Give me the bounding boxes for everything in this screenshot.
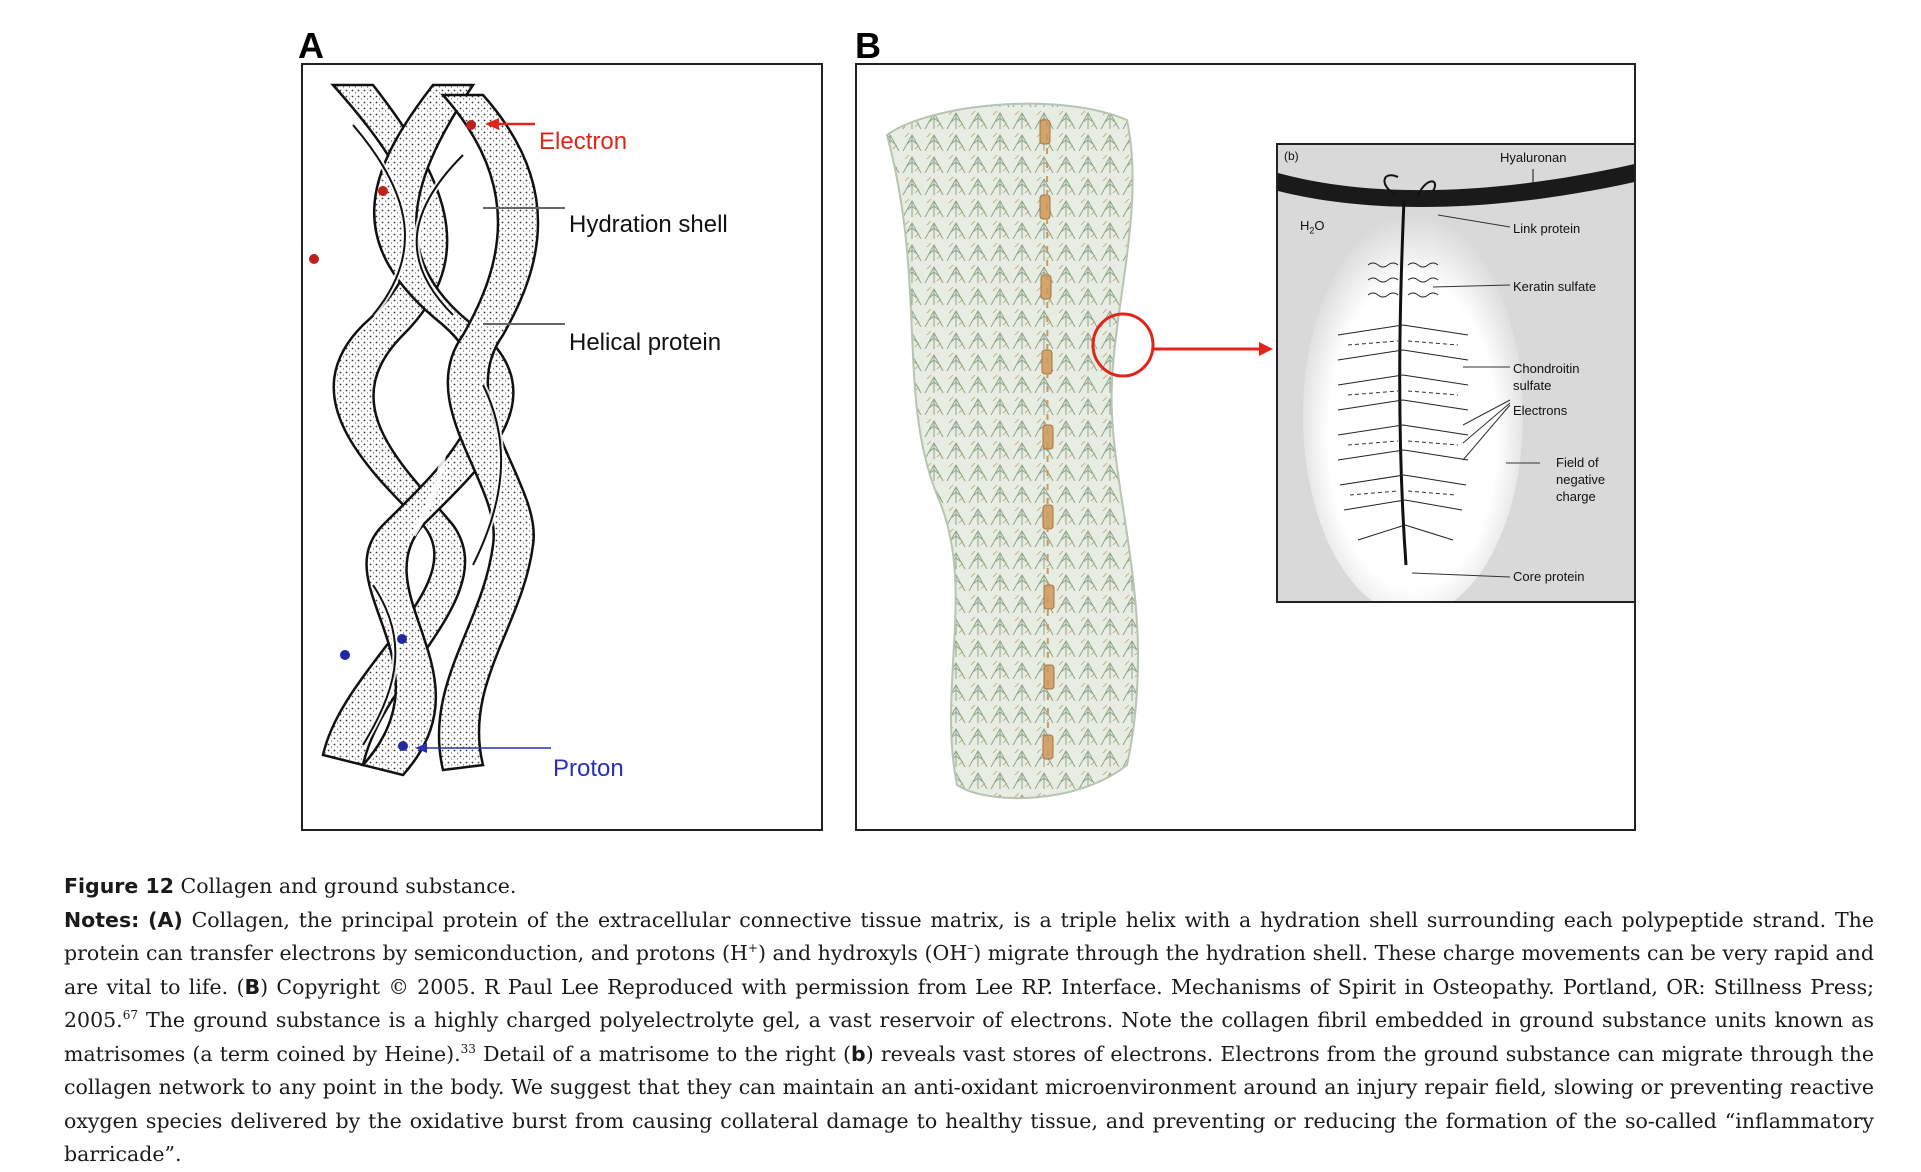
field-of-label: Field of <box>1556 455 1599 471</box>
link-protein-label: Link protein <box>1513 221 1580 237</box>
electron-dot <box>378 186 388 196</box>
electrons-label: Electrons <box>1513 403 1567 419</box>
notes-b-marker: b <box>851 1042 866 1066</box>
superscript: + <box>748 941 758 955</box>
figure-notes: Notes: (A) Collagen, the principal prote… <box>64 904 1874 1172</box>
proton-label: Proton <box>553 757 624 781</box>
hyaluronan-strand <box>1278 163 1636 207</box>
notes-b-marker: B <box>244 975 260 999</box>
sulfate-label: sulfate <box>1513 378 1551 394</box>
negative-label: negative <box>1556 472 1605 488</box>
keratin-sulfate-label: Keratin sulfate <box>1513 279 1596 295</box>
panel-b-letter: B <box>855 28 881 64</box>
notes-text: ) and hydroxyls (OH <box>758 941 967 965</box>
proton-dot <box>397 634 407 644</box>
electron-label: Electron <box>539 130 627 154</box>
notes-a-marker: (A) <box>148 908 183 932</box>
proton-dot <box>398 741 408 751</box>
hyaluronan-label: Hyaluronan <box>1500 150 1567 166</box>
panel-a-letter: A <box>298 28 324 64</box>
figure-title-line: Figure 12 Collagen and ground substance. <box>64 870 1874 904</box>
proton-dot <box>340 650 350 660</box>
matrisome-detail-inset: (b) Hyaluronan H2O Link protein Keratin … <box>1276 143 1636 603</box>
figure-label: Figure 12 <box>64 874 174 898</box>
electron-dot <box>466 120 476 130</box>
electron-dot <box>309 254 319 264</box>
water-label: H2O <box>1300 218 1325 236</box>
reference-superscript: 67 <box>123 1008 138 1022</box>
matrisome-column <box>887 104 1138 798</box>
helical-protein-label: Helical protein <box>569 331 721 355</box>
notes-label: Notes: <box>64 908 139 932</box>
core-protein-label: Core protein <box>1513 569 1585 585</box>
figure-caption: Figure 12 Collagen and ground substance.… <box>64 870 1874 1172</box>
chondroitin-label: Chondroitin <box>1513 361 1580 377</box>
helix-strand-3 <box>439 95 538 770</box>
inset-tag-b: (b) <box>1284 149 1299 163</box>
reference-superscript: 33 <box>461 1042 476 1056</box>
hydration-shell-label: Hydration shell <box>569 213 728 237</box>
triple-helix-illustration <box>303 65 823 831</box>
notes-text: Detail of a matrisome to the right ( <box>476 1042 851 1066</box>
charge-label: charge <box>1556 489 1596 505</box>
panel-b-figure: (b) Hyaluronan H2O Link protein Keratin … <box>855 63 1636 831</box>
figure-title: Collagen and ground substance. <box>181 874 517 898</box>
panel-a-figure: Electron Hydration shell Helical protein… <box>301 63 823 831</box>
